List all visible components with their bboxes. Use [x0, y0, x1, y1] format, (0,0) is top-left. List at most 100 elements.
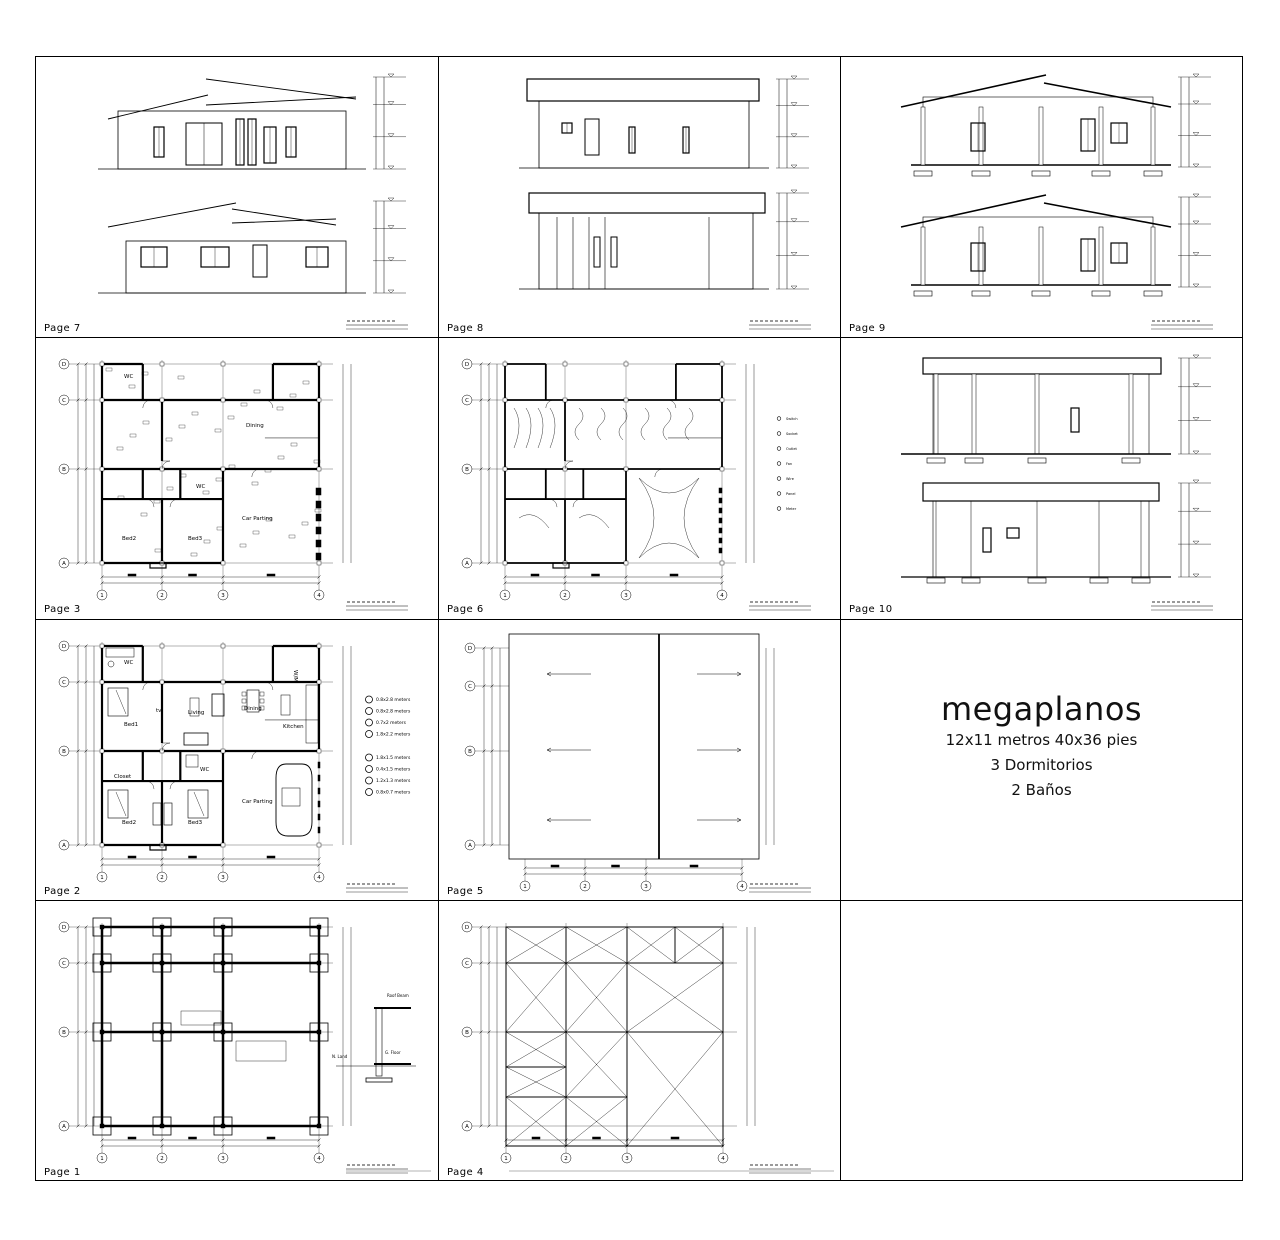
level-triangle [790, 285, 798, 290]
window-tag-icon [365, 695, 373, 704]
page-10-cell: Page 10 [841, 338, 1242, 620]
column [1038, 226, 1044, 286]
facade [932, 500, 1150, 578]
column [316, 924, 322, 930]
bracing-line [626, 962, 724, 1033]
dimension-tick [523, 872, 527, 876]
bed-3 [187, 789, 209, 819]
grid-bubble-label: C [465, 398, 469, 404]
toilet [107, 660, 115, 668]
dimension-tick [487, 561, 491, 565]
grid-bubble [621, 1152, 633, 1164]
grid-bubble-label: 3 [624, 593, 628, 599]
footing [1121, 457, 1141, 464]
parking-column [315, 513, 322, 522]
grid-bubble [461, 1026, 473, 1038]
dimension-tick [487, 1030, 491, 1034]
wiring-arc [574, 407, 584, 441]
door-swing [572, 498, 582, 508]
grid-bubble [559, 589, 571, 601]
footing [961, 577, 981, 584]
bracing-line [674, 926, 724, 964]
bed-cover [115, 689, 127, 715]
dimension-tick [160, 857, 164, 861]
grid-bubble [58, 394, 70, 406]
dimension-tick [523, 866, 527, 870]
grid-bubble-label: 3 [221, 593, 225, 599]
dimension-tick [160, 1138, 164, 1142]
page-6-electrical-plan: Page 6 SwitchSocketOutletFanWirePanelMet… [447, 358, 811, 615]
room-label-bed3: Bed3 [188, 536, 203, 542]
grid-bubble [461, 921, 473, 933]
brand-cell: megaplanos 12x11 metros 40x36 pies 3 Dor… [841, 620, 1242, 901]
column-marker [220, 560, 226, 566]
column [316, 960, 322, 966]
dimension-tick [479, 961, 483, 965]
column [220, 1123, 226, 1129]
dimension-tick [160, 863, 164, 867]
grid-bubble-label: A [62, 561, 66, 567]
legend-symbol-icon [776, 446, 782, 451]
level-triangle [1192, 479, 1200, 484]
grid-bubble-label: D [465, 925, 469, 931]
dimension-tag [128, 384, 136, 389]
room-label-wc: WC [124, 660, 133, 666]
driveway-mark [718, 527, 723, 534]
dimension-tag [227, 415, 235, 420]
dimension-tick [76, 561, 80, 565]
dimension-text-mark [611, 864, 620, 868]
door-swing [142, 399, 151, 409]
closet [163, 802, 173, 826]
footing [309, 1022, 329, 1042]
grid-bubble [58, 921, 70, 933]
notes-box [235, 1040, 287, 1062]
column [159, 924, 165, 930]
page-9-cell: Page 9 [841, 57, 1242, 338]
grid-bubble-label: A [468, 843, 472, 849]
footing [926, 457, 946, 464]
column [1150, 226, 1156, 286]
level-triangle [1192, 100, 1200, 105]
footing [213, 917, 233, 937]
roof-panel [626, 1031, 724, 1147]
dimension-tag [288, 534, 296, 539]
grid-bubble-label: D [465, 362, 469, 368]
level-triangle [1192, 354, 1200, 359]
column [159, 1123, 165, 1129]
column [99, 1029, 105, 1035]
ground-floor-label: G. Floor [385, 1050, 401, 1055]
dimension-text-mark [531, 1136, 541, 1140]
column [933, 373, 939, 455]
grid-bubble [313, 871, 325, 883]
dimension-text-mark [669, 573, 679, 577]
section-wall [922, 216, 1154, 286]
level-triangle [387, 133, 395, 138]
dimension-tick [487, 398, 491, 402]
grid-bubble-label: 4 [720, 593, 724, 599]
grid-bubble [464, 680, 476, 692]
dimension-tick [76, 749, 80, 753]
grid-bubble [461, 394, 473, 406]
column-marker [316, 679, 322, 685]
window-legend-item: 1.8x1.5 meters [376, 755, 411, 761]
grid-bubble-label: 4 [740, 884, 744, 890]
dimension-text-mark [670, 1136, 680, 1140]
grid-bubble [560, 1152, 572, 1164]
dimension-text-mark [266, 573, 276, 577]
chair [241, 698, 247, 704]
dimension-tag [191, 411, 199, 416]
level-triangle [1192, 252, 1200, 256]
level-triangle [387, 101, 395, 105]
dimension-tick [740, 866, 744, 870]
column [159, 1029, 165, 1035]
roof-fascia [526, 78, 760, 102]
grid-bubble-label: 2 [564, 1156, 568, 1162]
dimension-tick [563, 575, 567, 579]
grid-bubble [156, 871, 168, 883]
door-swing [251, 750, 260, 760]
dimension-tick [84, 961, 88, 965]
dimension-tick [160, 575, 164, 579]
level-triangle [1192, 283, 1200, 288]
door-swing [264, 681, 274, 691]
